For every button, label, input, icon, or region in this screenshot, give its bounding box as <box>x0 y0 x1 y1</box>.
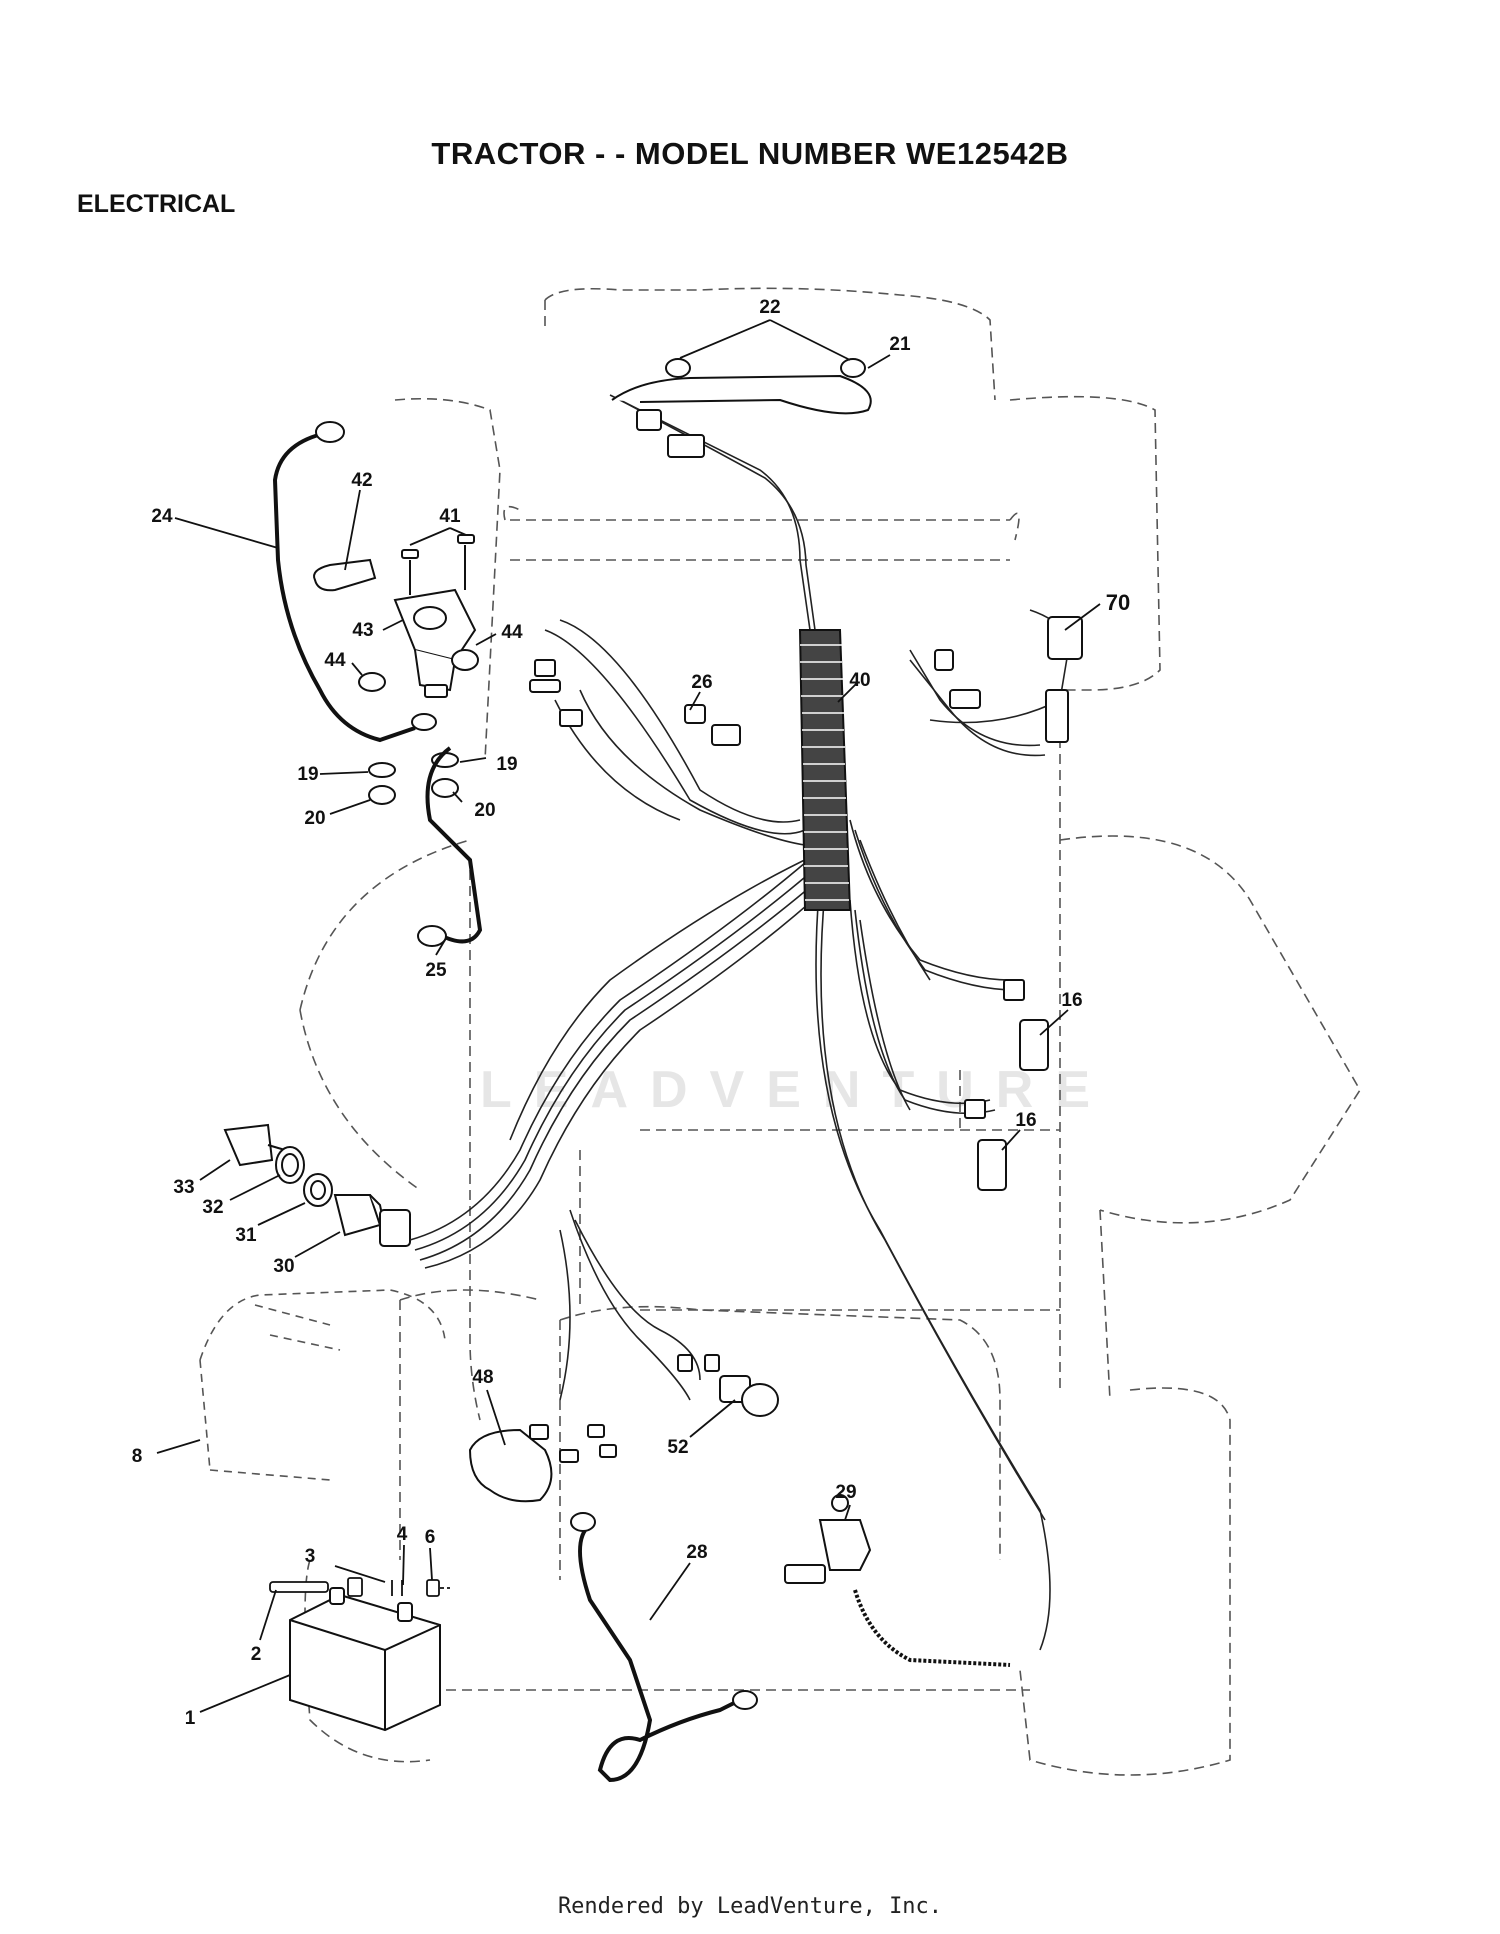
cable-terminals <box>315 421 758 1710</box>
ignition-switch-assembly <box>223 1123 411 1247</box>
callout-33: 33 <box>173 1177 194 1198</box>
callout-44-right: 44 <box>501 622 523 643</box>
callout-41: 41 <box>439 506 461 527</box>
callout-20-left: 20 <box>304 808 325 829</box>
callout-30: 30 <box>273 1256 294 1277</box>
connectors <box>468 358 1083 1584</box>
callout-48: 48 <box>472 1367 493 1388</box>
callout-26: 26 <box>691 672 712 693</box>
callout-70: 70 <box>1106 590 1130 615</box>
starter-solenoid <box>393 534 477 698</box>
callout-19-right: 19 <box>496 754 517 775</box>
section-heading: ELECTRICAL <box>77 190 236 218</box>
callout-19-left: 19 <box>297 764 318 785</box>
diagram-title: TRACTOR - - MODEL NUMBER WE12542B <box>431 136 1069 171</box>
callout-6: 6 <box>425 1527 436 1548</box>
callout-24: 24 <box>151 506 173 527</box>
callout-1: 1 <box>185 1708 196 1729</box>
battery-cables <box>272 432 741 1783</box>
callout-42: 42 <box>351 470 372 491</box>
terminal-boot <box>313 558 377 592</box>
callout-31: 31 <box>235 1225 257 1246</box>
harness-wrap <box>798 629 852 911</box>
watermark: LEADVENTURE <box>480 1061 1113 1119</box>
leader-lines <box>156 319 1101 1713</box>
callout-labels: 22 21 24 42 41 43 44 44 70 26 40 19 19 2… <box>132 297 1131 1729</box>
callout-20-right: 20 <box>474 800 495 821</box>
callout-32: 32 <box>202 1197 223 1218</box>
battery <box>289 1587 441 1732</box>
lower-coil <box>853 1589 1011 1667</box>
callout-29: 29 <box>835 1482 856 1503</box>
callout-22: 22 <box>759 297 780 318</box>
callout-16-lower: 16 <box>1015 1110 1036 1131</box>
callout-21: 21 <box>889 334 911 355</box>
callout-3: 3 <box>305 1546 316 1567</box>
callout-52: 52 <box>667 1437 688 1458</box>
tractor-outline <box>299 287 1361 1776</box>
callout-8: 8 <box>132 1446 143 1467</box>
dash-panel <box>199 1289 446 1481</box>
render-credit: Rendered by LeadVenture, Inc. <box>557 1894 943 1919</box>
callout-16-upper: 16 <box>1061 990 1082 1011</box>
callout-44-left: 44 <box>324 650 346 671</box>
callout-25: 25 <box>425 960 447 981</box>
callout-40: 40 <box>849 670 870 691</box>
callout-2: 2 <box>251 1644 262 1665</box>
callout-43: 43 <box>352 620 373 641</box>
callout-28: 28 <box>686 1542 707 1563</box>
battery-hardware <box>269 1577 450 1597</box>
callout-4: 4 <box>397 1524 408 1545</box>
